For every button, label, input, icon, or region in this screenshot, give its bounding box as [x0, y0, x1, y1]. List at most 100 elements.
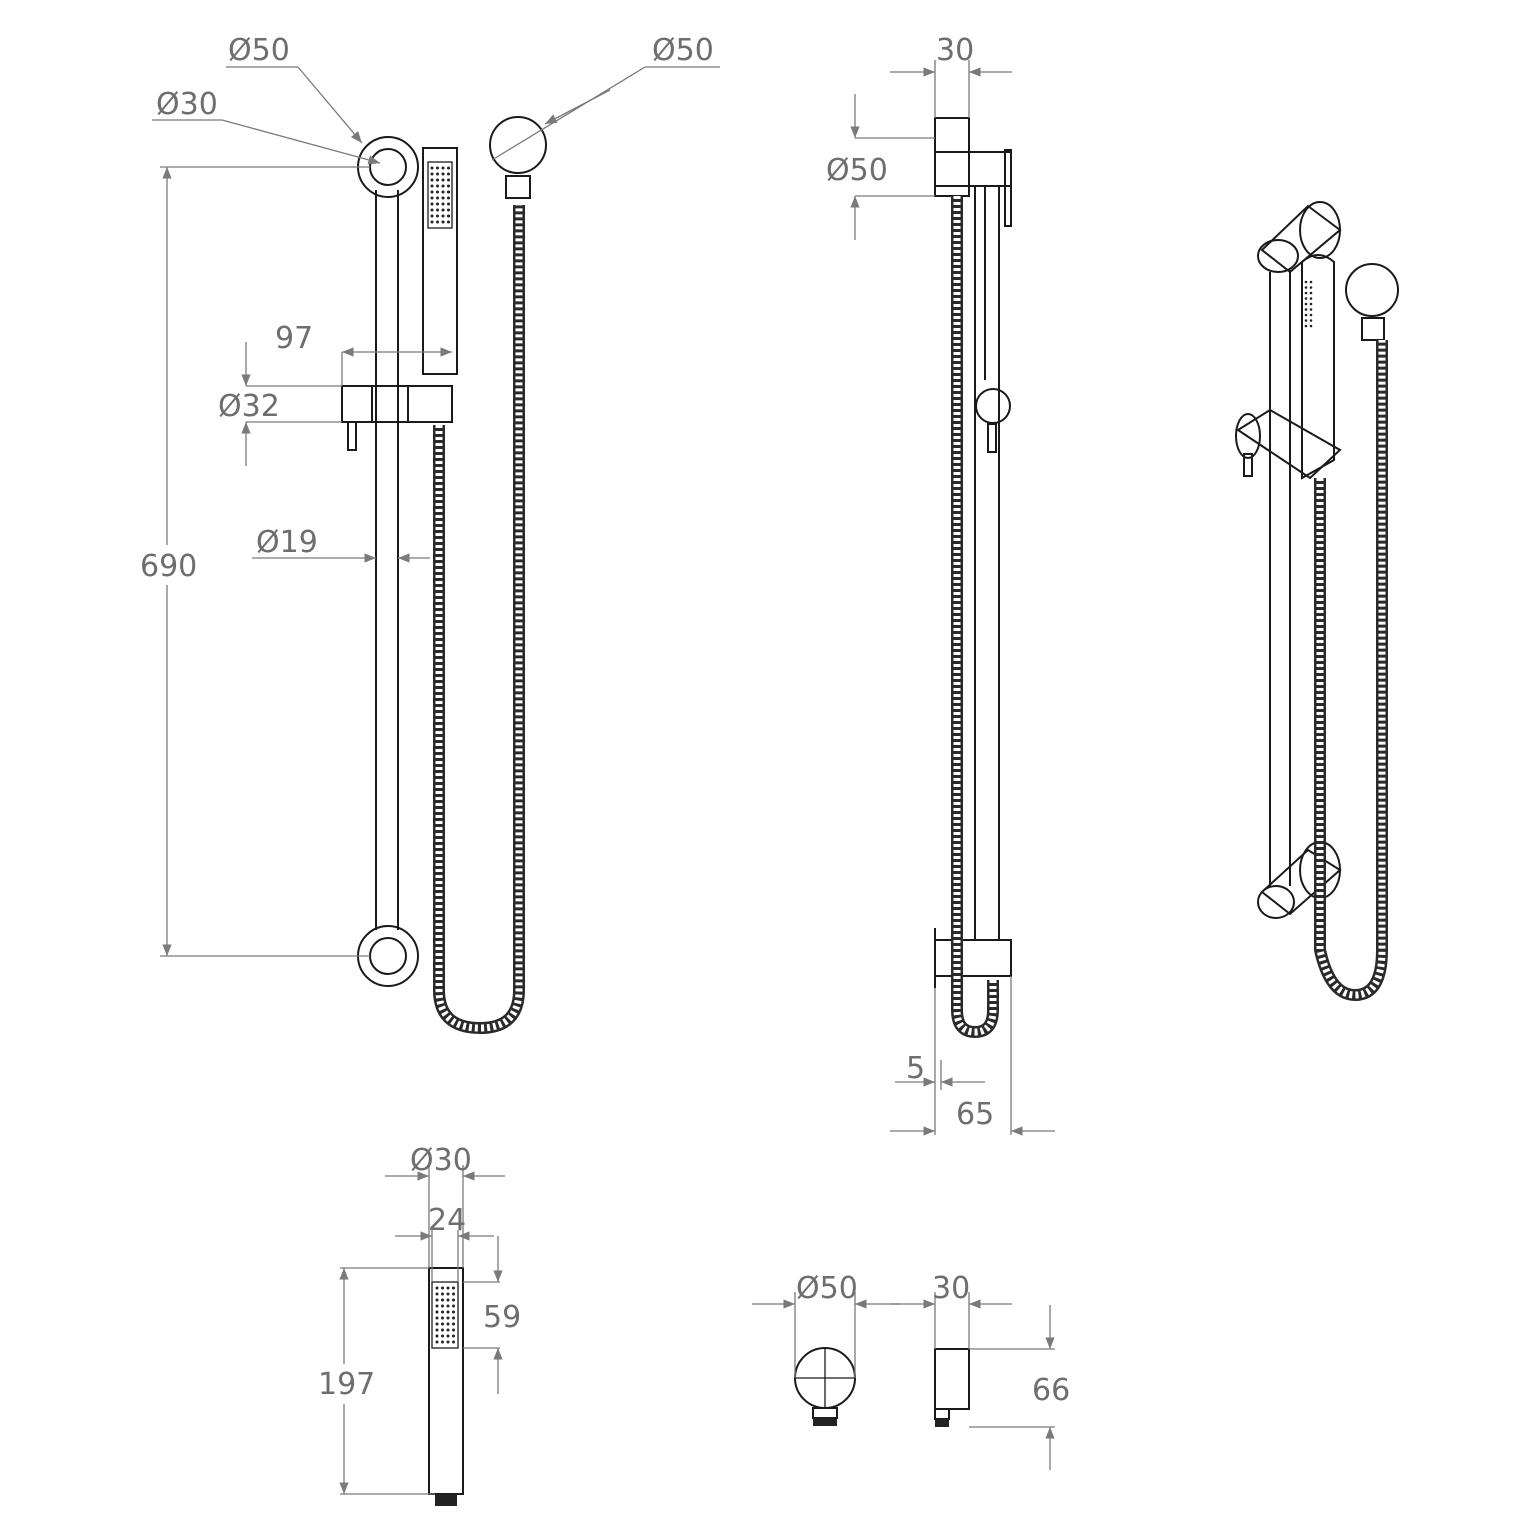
nozzle	[446, 1304, 450, 1308]
nozzle	[1309, 280, 1313, 284]
wall-elbow	[489, 116, 547, 174]
nozzle	[447, 208, 450, 212]
nozzle	[441, 1292, 444, 1296]
nozzle	[447, 172, 450, 176]
nozzle	[1304, 302, 1308, 306]
nozzle	[430, 220, 434, 224]
nozzle	[441, 220, 445, 224]
nozzle	[430, 202, 434, 206]
iso-hand-shower	[1301, 254, 1335, 480]
dim-rail-dia: Ø19	[256, 525, 318, 560]
nozzle	[435, 1310, 439, 1314]
nozzle	[446, 1292, 450, 1296]
dim-elbow-depth: 30	[932, 1271, 970, 1306]
nozzle	[447, 196, 450, 200]
nozzle	[441, 1334, 444, 1338]
nozzle	[436, 190, 439, 194]
nozzle	[452, 1322, 455, 1326]
dim-slider-width: 97	[275, 321, 313, 356]
nozzle	[436, 184, 439, 188]
iso-elbow	[1345, 263, 1399, 317]
isometric-view	[1235, 201, 1399, 1002]
nozzle	[441, 184, 445, 188]
dim-slider-dia: Ø32	[218, 389, 280, 424]
nozzle	[441, 1340, 444, 1344]
nozzle	[436, 208, 439, 212]
nozzle	[441, 202, 445, 206]
nozzle	[1309, 297, 1313, 300]
dim-handshower-length: 197	[318, 1367, 375, 1402]
nozzle	[430, 178, 434, 182]
nozzle	[435, 1298, 439, 1302]
nozzle	[441, 1316, 444, 1320]
front-view: Ø50 Ø30 Ø50 97 Ø32 Ø19 690	[135, 33, 720, 1035]
nozzle	[1304, 291, 1308, 295]
nozzle	[430, 208, 434, 212]
nozzle	[1309, 324, 1313, 328]
nozzle	[441, 1328, 444, 1332]
elbow-detail: Ø50 30 66	[752, 1271, 1070, 1470]
nozzle	[430, 166, 434, 170]
nozzle	[446, 1310, 450, 1314]
dim-side-projection: 65	[956, 1097, 994, 1132]
nozzle	[447, 166, 450, 170]
side-slider	[975, 388, 1011, 424]
hand-shower	[422, 147, 458, 375]
dim-handshower-face-width: 24	[428, 1203, 466, 1238]
nozzle	[441, 208, 445, 212]
dim-elbow-dia: Ø50	[652, 33, 714, 68]
nozzle	[435, 1334, 439, 1338]
hand-shower-detail: Ø30 24 59 197	[314, 1143, 521, 1506]
dim-side-gap: 5	[906, 1051, 925, 1086]
nozzle	[1304, 313, 1308, 317]
nozzle	[452, 1298, 455, 1302]
nozzle	[446, 1322, 450, 1326]
dim-bracket-dia: Ø50	[228, 33, 290, 68]
nozzle	[435, 1286, 439, 1290]
nozzle	[1309, 286, 1313, 289]
dim-bar-dia: Ø30	[156, 87, 218, 122]
nozzle	[435, 1304, 439, 1308]
nozzle	[452, 1292, 455, 1296]
dim-handshower-face-height: 59	[483, 1300, 521, 1335]
nozzle	[436, 172, 439, 176]
iso-slider	[1236, 408, 1342, 480]
nozzle	[446, 1316, 450, 1320]
nozzle	[435, 1328, 439, 1332]
nozzle	[447, 202, 450, 206]
dim-side-bracket-dia: Ø50	[826, 153, 888, 188]
nozzle	[446, 1340, 450, 1344]
nozzle	[441, 166, 445, 170]
nozzle	[1309, 308, 1313, 311]
nozzle	[441, 190, 445, 194]
nozzle	[1304, 319, 1308, 322]
iso-hose	[1314, 340, 1388, 1002]
nozzle	[435, 1316, 439, 1320]
nozzle	[1304, 280, 1308, 284]
nozzle	[435, 1322, 439, 1326]
nozzle	[452, 1334, 455, 1338]
nozzle	[452, 1340, 455, 1344]
nozzle	[441, 1322, 444, 1326]
side-bottom-bracket	[934, 939, 1012, 977]
nozzle	[1304, 286, 1308, 289]
nozzle	[430, 190, 434, 194]
slider-knob	[347, 421, 357, 451]
nozzle	[435, 1292, 439, 1296]
nozzle	[447, 214, 450, 218]
dim-elbow-front-dia: Ø50	[796, 1271, 858, 1306]
nozzle	[447, 178, 450, 182]
side-top-bracket	[934, 117, 970, 197]
nozzle	[441, 178, 445, 182]
nozzle	[1304, 308, 1308, 311]
nozzle	[447, 220, 450, 224]
nozzle	[436, 178, 439, 182]
nozzle	[446, 1334, 450, 1338]
nozzle	[452, 1316, 455, 1320]
nozzle	[1309, 302, 1313, 306]
nozzle	[436, 202, 439, 206]
nozzle	[1309, 313, 1313, 317]
dim-rail-length: 690	[140, 549, 197, 584]
nozzle	[430, 214, 434, 218]
